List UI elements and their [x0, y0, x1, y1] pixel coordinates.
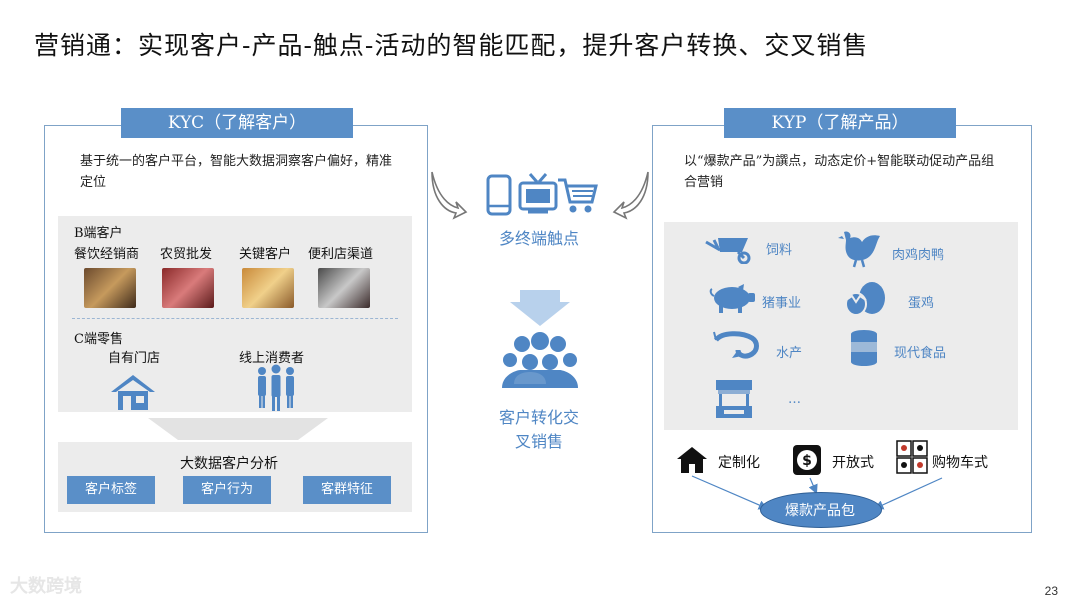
customer-tag-button[interactable]: 客户标签 — [67, 476, 155, 504]
egg-icon — [842, 280, 888, 316]
svg-text:$: $ — [802, 453, 812, 469]
kyc-description: 基于统一的客户平台，智能大数据洞察客户偏好，精准定位 — [80, 151, 395, 193]
customer-group-button[interactable]: 客群特征 — [303, 476, 391, 504]
kyc-header: KYC（了解客户） — [121, 108, 353, 138]
category-poultry: 肉鸡肉鸭 — [892, 244, 944, 263]
people-group-icon — [500, 332, 580, 392]
bestseller-bundle-label: 爆款产品包 — [760, 500, 880, 520]
stall-icon — [714, 378, 754, 420]
wheelbarrow-icon — [704, 234, 756, 264]
section-divider — [72, 318, 398, 319]
right-curved-arrow-icon — [612, 168, 652, 220]
cart-icon — [556, 176, 598, 216]
kyp-header: KYP（了解产品） — [724, 108, 956, 138]
page-number: 23 — [1045, 584, 1058, 598]
customers-icon — [252, 364, 300, 412]
category-more: … — [788, 392, 801, 407]
down-arrow-icon — [510, 290, 570, 326]
category-modern-food: 现代食品 — [894, 342, 946, 361]
b-item-wholesale: 农贸批发 — [160, 243, 212, 262]
b-section-title: B端客户 — [74, 222, 123, 241]
touchpoints-label: 多终端触点 — [496, 228, 582, 250]
b-item-key-account: 关键客户 — [239, 243, 291, 262]
dice-icon — [896, 440, 928, 474]
chicken-icon — [836, 228, 882, 268]
mode-custom: 定制化 — [718, 452, 760, 472]
category-aquatic: 水产 — [776, 342, 802, 361]
can-icon — [848, 328, 880, 368]
shrimp-icon — [712, 330, 760, 364]
photo-convenience-store — [318, 268, 370, 308]
b-item-convenience: 便利店渠道 — [308, 243, 373, 262]
category-feed: 饲料 — [766, 239, 792, 258]
mode-open: 开放式 — [832, 452, 874, 472]
pig-icon — [708, 284, 756, 314]
photo-supermarket — [242, 268, 294, 308]
house-icon — [676, 446, 708, 474]
customer-behavior-button[interactable]: 客户行为 — [183, 476, 271, 504]
analysis-title: 大数据客户分析 — [180, 453, 278, 473]
category-pig: 猪事业 — [762, 292, 801, 311]
c-section-title: C端零售 — [74, 328, 123, 347]
category-layer-egg: 蛋鸡 — [908, 292, 934, 311]
tv-icon — [518, 172, 558, 216]
conversion-label: 客户转化交叉销售 — [496, 406, 582, 454]
photo-meat-market — [162, 268, 214, 308]
down-arrow-band — [148, 418, 328, 440]
store-icon — [108, 372, 158, 412]
mode-cart: 购物车式 — [932, 452, 988, 472]
c-item-own-store: 自有门店 — [108, 347, 160, 366]
phone-icon — [486, 174, 512, 216]
page-title: 营销通：实现客户-产品-触点-活动的智能匹配，提升客户转换、交叉销售 — [34, 26, 868, 62]
kyp-description: 以“爆款产品”为譔点，动态定价+智能联动促动产品组合营销 — [684, 151, 1004, 193]
left-curved-arrow-icon — [428, 168, 468, 220]
b-item-catering: 餐饮经销商 — [74, 243, 139, 262]
brand-watermark: 大数跨境 — [10, 572, 82, 598]
photo-restaurant — [84, 268, 136, 308]
